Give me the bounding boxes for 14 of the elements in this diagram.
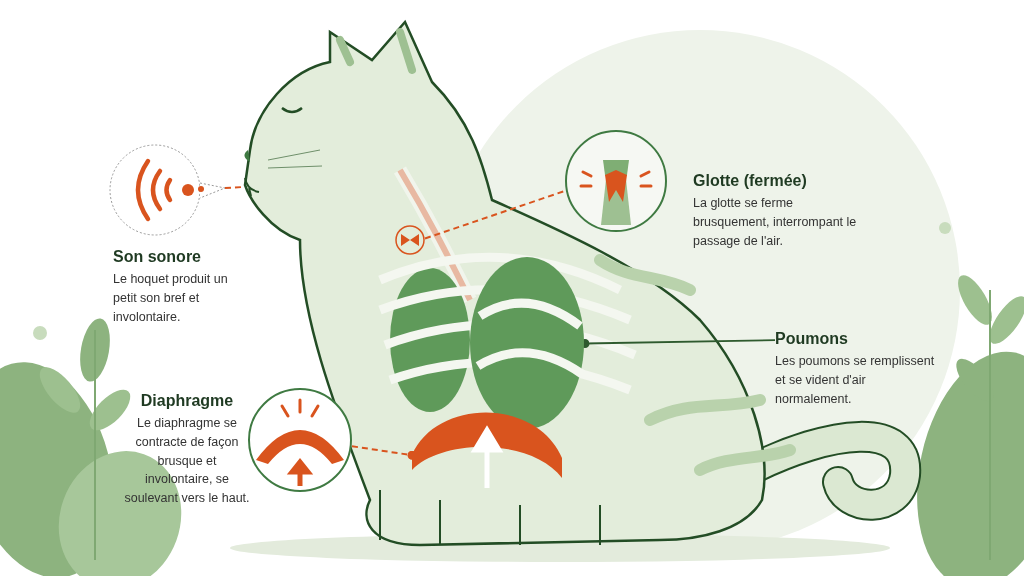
callout-heading: Poumons	[775, 330, 849, 348]
callout-description: Les poumons se remplissent et se vident d'air normalement.	[775, 353, 935, 408]
cat-mouth	[243, 176, 261, 198]
callout-description: La glotte se ferme brusquement, interrompant le passage de l'air.	[693, 195, 858, 250]
glottis-marker	[395, 225, 425, 255]
callout-heading: Diaphragme	[139, 392, 235, 410]
glottis-inset	[565, 130, 667, 232]
callout-heading: Son sonore	[113, 248, 202, 266]
diaphragm-inset	[248, 388, 352, 492]
sound-wave-inset	[108, 143, 225, 237]
callout-description: Le hoquet produit un petit son bref et involontaire.	[113, 271, 229, 326]
callout-description: Le diaphragme se contracte de façon brusque et involontaire, se soulevant vers le haut.	[124, 415, 250, 507]
leader-line	[224, 186, 244, 190]
callout-heading: Glotte (fermée)	[693, 172, 808, 190]
